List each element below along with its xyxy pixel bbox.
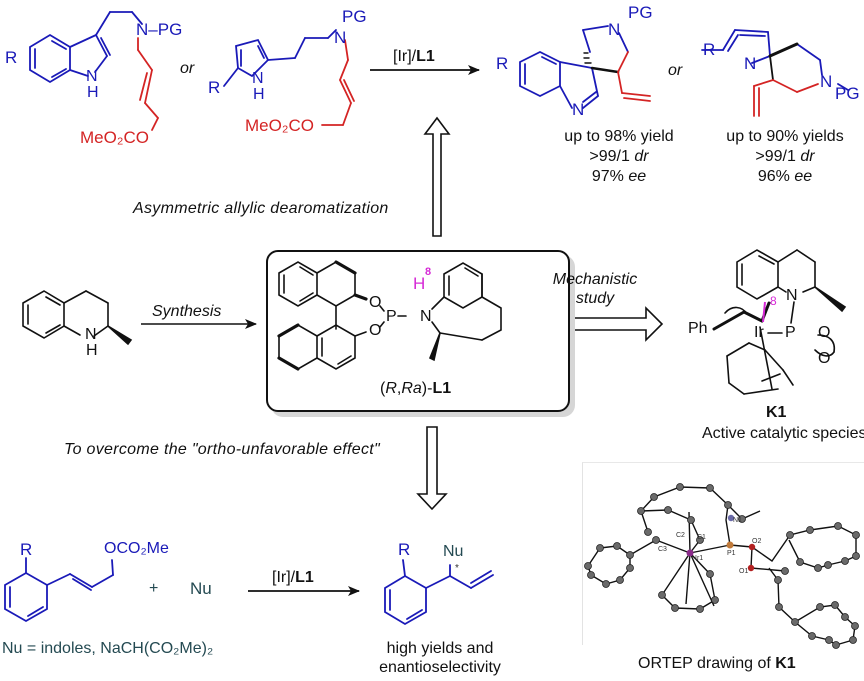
product1-r-group: R [496, 54, 509, 73]
amine-h: H [86, 342, 98, 359]
ortho-effect-open-arrow [416, 426, 448, 511]
ortep-caption: ORTEP drawing of K1 [638, 655, 796, 672]
ortep-oxygen-atom-o1 [747, 564, 755, 572]
pyrrole-carbonate: MeO₂CO [245, 116, 314, 135]
ligand-ref: L1 [416, 48, 435, 65]
ligand-h-atom: H [413, 274, 426, 293]
ortep-label-ir1: Ir1 [695, 555, 704, 562]
ligand-position-8: 8 [425, 266, 432, 278]
ligand-o-lower: O [369, 322, 382, 339]
nu-definition: Nu = indoles, NaCH(CO₂Me)₂ [2, 640, 214, 657]
product-nu: Nu [443, 543, 464, 560]
product-caption: high yields and enantioselectivity [379, 640, 501, 676]
cinnamyl-r-group: R [20, 540, 33, 559]
top-arrow-reagent: [Ir]/L1 [393, 48, 435, 66]
indolenine-product-structure [519, 25, 651, 109]
product2-dr: >99/1 dr [755, 148, 815, 165]
product1-ring-n: N [572, 100, 585, 119]
ortep-label-n1: N1 [733, 517, 742, 524]
pyrrole-nh-n: N [252, 70, 264, 87]
pyrrole-substrate-structure [223, 29, 355, 126]
bottom-arrow-reagent: [Ir]/L1 [272, 569, 314, 587]
or-separator-2: or [668, 62, 683, 79]
pyrrole-pg: PG [342, 7, 367, 26]
product2-ring-n: N [744, 54, 757, 73]
product1-results: up to 98% yield >99/1 dr 97% ee [554, 127, 684, 187]
or-separator-1: or [180, 60, 195, 77]
ortep-oxygen-atom-o2 [748, 543, 756, 551]
indole-carbonate: MeO₂CO [80, 128, 149, 147]
ligand-n-atom: N [420, 308, 432, 325]
pyrrole-nh-h: H [253, 86, 265, 103]
product2-r-group: R [703, 40, 716, 59]
product1-n: N [608, 20, 621, 39]
ligand-o-upper: O [369, 294, 382, 311]
k1-o-lower: O [818, 350, 831, 367]
tetrahydroquinaldine-structure [22, 290, 133, 346]
ortep-atoms [584, 483, 860, 649]
synthesis-label: Synthesis [152, 303, 222, 320]
mechanistic-study-label: Mechanistic study [552, 271, 638, 307]
dearomatization-open-arrow [423, 116, 451, 237]
ortep-image-frame [582, 462, 864, 645]
pyrroline-product-structure [701, 29, 849, 117]
ortep-iridium-atom [686, 549, 694, 557]
product1-dr: >99/1 dr [589, 148, 649, 165]
k1-position-8: 8 [770, 294, 777, 308]
catalyst-label: [Ir]/ [393, 48, 417, 65]
cinnamyl-carbonate: OCO₂Me [104, 540, 169, 557]
pyrrole-r-group: R [208, 78, 221, 97]
indole-nh-n: N [86, 68, 98, 85]
product-r-group: R [398, 540, 411, 559]
ligand-name: (R,Ra)-L1 [380, 380, 452, 397]
indole-n-pg: N–PG [136, 20, 183, 39]
k1-n-atom: N [786, 287, 798, 304]
k1-p-atom: P [785, 324, 796, 341]
catalyst-label: [Ir]/ [272, 569, 296, 586]
k1-ir-atom: Ir [754, 324, 764, 341]
product1-yield: up to 98% yield [564, 128, 674, 145]
product2-results: up to 90% yields >99/1 dr 96% ee [710, 127, 860, 187]
indole-substrate-structure [29, 11, 159, 131]
amine-n: N [85, 326, 97, 343]
ortep-label-o2: O2 [752, 538, 762, 545]
ortep-label-c2: C2 [676, 532, 685, 539]
indole-r-group: R [5, 48, 18, 67]
pyrrole-n: N [334, 28, 347, 47]
indole-nh-h: H [87, 84, 99, 101]
agostic-bond [762, 301, 766, 323]
dearomatization-label: Asymmetric allylic dearomatization [133, 200, 389, 217]
k1-phenyl: Ph [688, 320, 708, 337]
ortep-phosphorus-atom [726, 541, 734, 549]
ortho-effect-label: To overcome the "ortho-unfavorable effec… [64, 441, 380, 458]
plus-sign: + [149, 580, 159, 597]
ortep-label-c3: C3 [658, 546, 667, 553]
k1-o-upper: O [818, 324, 831, 341]
k1-caption: Active catalytic species [702, 425, 864, 442]
ligand-ref: L1 [295, 569, 314, 586]
allylation-product-structure [384, 559, 494, 626]
ortep-label-o1: O1 [739, 568, 749, 575]
ligand-p-atom: P [386, 308, 397, 325]
k1-name: K1 [766, 404, 787, 421]
ortep-nitrogen-atom [727, 514, 735, 522]
product1-pg: PG [628, 3, 653, 22]
stereocenter-mark: * [455, 563, 459, 574]
product2-pg: PG [835, 84, 860, 103]
product2-ee: 96% ee [757, 168, 813, 185]
k1-complex-structure [712, 249, 847, 395]
cinnamyl-carbonate-structure [4, 557, 114, 623]
product2-yield: up to 90% yields [726, 128, 844, 145]
nucleophile-label: Nu [190, 579, 212, 598]
product1-ee: 97% ee [591, 168, 647, 185]
ortep-label-p1: P1 [727, 550, 736, 557]
ortep-structure [587, 486, 857, 646]
product2-n: N [820, 72, 833, 91]
ortep-label-c1: C1 [697, 534, 706, 541]
